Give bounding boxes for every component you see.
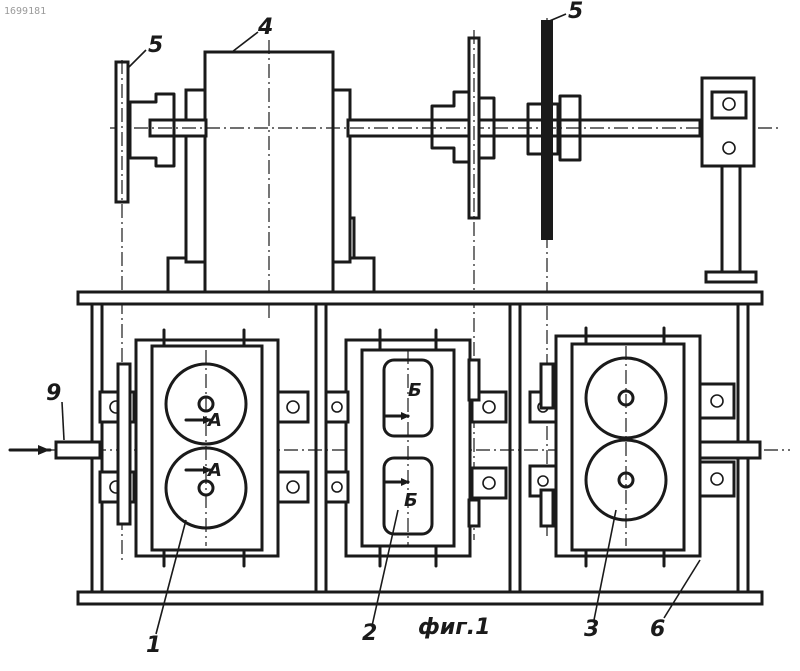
label-strip-9: 9 bbox=[46, 381, 61, 406]
sprocket-right bbox=[541, 18, 553, 540]
label-sprocket-5-right: 5 bbox=[568, 0, 583, 24]
label-sprocket-5-left: 5 bbox=[148, 33, 163, 58]
rolling-stand-2 bbox=[326, 330, 506, 566]
label-stand-1: 1 bbox=[146, 633, 161, 658]
label-section-b-top: Б bbox=[408, 380, 422, 401]
label-frame-6: 6 bbox=[650, 617, 665, 642]
label-gearbox-4: 4 bbox=[257, 15, 273, 40]
label-section-a-bottom: А bbox=[206, 460, 222, 481]
right-bearing-block bbox=[702, 78, 756, 282]
rolling-stand-1 bbox=[100, 330, 308, 566]
corner-code: 1699181 bbox=[4, 6, 46, 17]
gearbox-4 bbox=[168, 40, 374, 320]
label-section-a-top: А bbox=[206, 410, 222, 431]
label-section-b-bottom: Б bbox=[404, 490, 418, 511]
figure-caption: фиг.1 bbox=[418, 615, 490, 640]
label-stand-2: 2 bbox=[362, 621, 377, 646]
label-stand-3: 3 bbox=[584, 617, 599, 642]
